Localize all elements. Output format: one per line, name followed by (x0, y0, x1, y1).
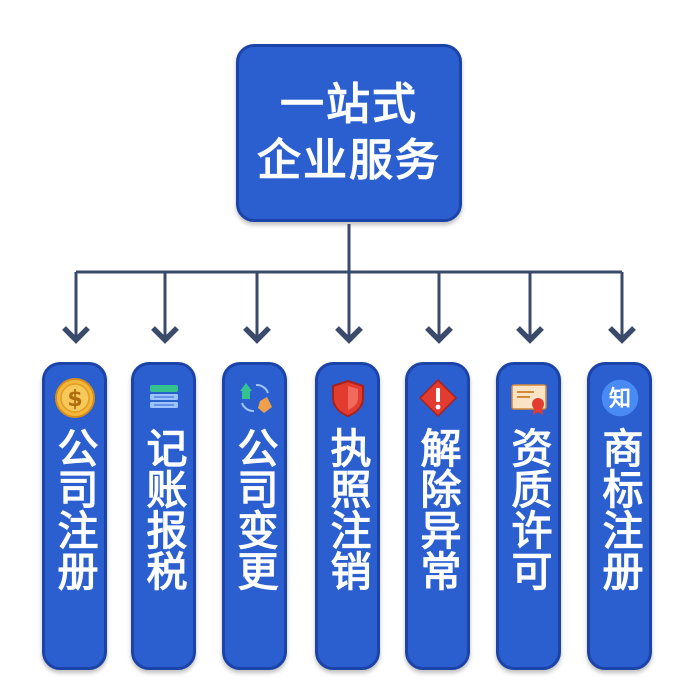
certificate-icon (508, 377, 550, 419)
coin-icon: $ (54, 377, 96, 419)
service-label: 解除异常 (413, 427, 461, 591)
service-box-6: 资质许可 (496, 362, 561, 670)
service-box-7: 知商标注册 (587, 362, 652, 670)
service-label: 资质许可 (504, 427, 552, 591)
service-label: 公司注册 (50, 427, 98, 591)
trademark-icon-text: 知 (608, 386, 630, 412)
service-label: 记账报税 (139, 427, 187, 591)
warning-icon (417, 377, 459, 419)
service-box-2: 记账报税 (131, 362, 196, 670)
root-node: 一站式 企业服务 (236, 44, 462, 222)
service-label: 执照注销 (323, 427, 371, 591)
service-box-3: 公司变更 (222, 362, 287, 670)
service-box-4: 执照注销 (315, 362, 380, 670)
change-icon (234, 377, 276, 419)
service-box-5: 解除异常 (405, 362, 470, 670)
root-title-line-1: 一站式 (280, 79, 418, 130)
service-label: 公司变更 (230, 427, 278, 591)
svg-text:$: $ (67, 387, 82, 412)
shield-icon (327, 377, 369, 419)
ledger-icon (143, 377, 185, 419)
trademark-icon: 知 (599, 377, 641, 419)
service-label: 商标注册 (595, 427, 643, 591)
root-title-line-2: 企业服务 (257, 135, 441, 186)
service-box-1: $ 公司注册 (42, 362, 107, 670)
